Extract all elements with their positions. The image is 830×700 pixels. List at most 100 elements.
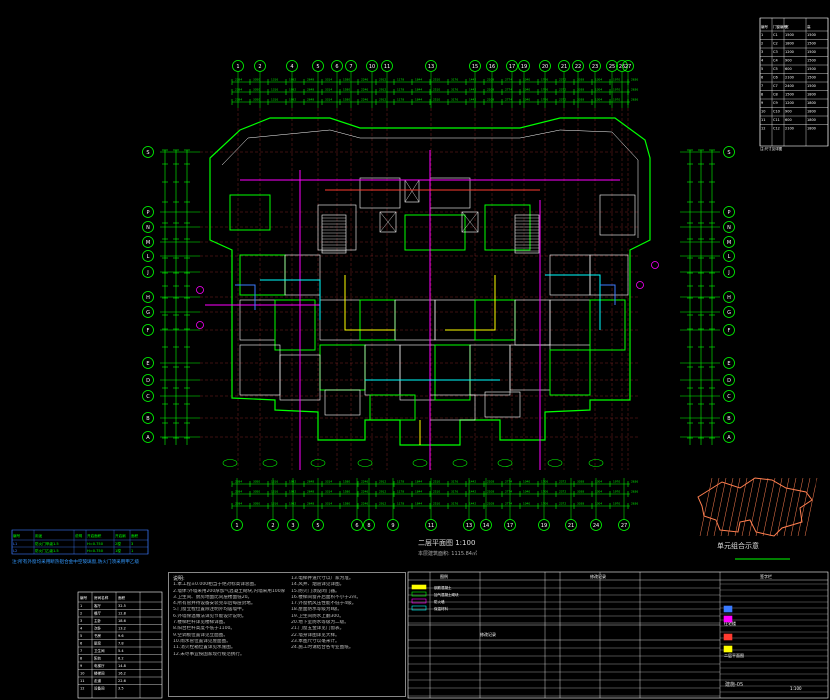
column-bubble-top-circle: [312, 60, 324, 72]
window-table-cell: 1500: [807, 67, 816, 71]
dimension-text: 1442: [469, 490, 476, 494]
window-table-cell: C6: [773, 76, 778, 80]
area-table-cell: 18.6: [118, 619, 126, 623]
plan-title: 二层平面图 1:100: [418, 539, 476, 547]
dimension-text: 3038: [577, 502, 584, 506]
column-bubble-bottom-circle: [287, 519, 299, 531]
dimension-text: 1970: [613, 98, 620, 102]
row-bubble-right: E: [727, 361, 730, 367]
window-table-cell: 1500: [807, 59, 816, 63]
dimension-text: 2246: [361, 78, 368, 82]
row-bubble-left: F: [147, 328, 150, 334]
column-bubble-top: 20: [542, 64, 548, 70]
dimension-text: 1040: [523, 88, 530, 92]
dimension-text: 2384: [235, 502, 242, 506]
index-mark: [636, 281, 644, 289]
dimension-text: 1304: [595, 88, 602, 92]
plan-subtitle: 本层建筑面积: 1115.84㎡: [418, 551, 477, 557]
dimension-text: 1844: [415, 490, 422, 494]
dimension-text: 3314: [325, 490, 332, 494]
row-bubble-right: A: [727, 435, 731, 441]
dimension-text: 1316: [271, 490, 278, 494]
dimension-text: 3050: [253, 502, 260, 506]
area-table-cell: 8: [80, 657, 82, 661]
shaft-cross: [461, 211, 479, 233]
dimension-text: 2108: [487, 98, 494, 102]
dimension-text: 3038: [577, 480, 584, 484]
dimension-text: 2648: [307, 98, 314, 102]
dimension-text: 1982: [289, 88, 296, 92]
dimension-text: 1040: [523, 480, 530, 484]
keyplan-hatch: [769, 477, 783, 537]
area-table-frame: [77, 591, 163, 699]
column-bubble-top-circle: [331, 60, 343, 72]
window-table-cell: 1800: [807, 127, 816, 131]
keyplan-hatch: [748, 477, 762, 537]
column-bubble-top-circle: [558, 60, 570, 72]
column-bubble-top: 21: [561, 64, 567, 70]
door-table-cell: 2樘: [115, 541, 121, 546]
revision-title: 修改记录: [590, 573, 606, 579]
window-table-cell: 900: [785, 110, 792, 114]
dimension-text: 2108: [487, 88, 494, 92]
note-line: 7.楼梯栏杆详见楼梯详图。: [173, 620, 228, 626]
row-bubble-left-circle: [142, 324, 154, 336]
dimension-text: 1706: [541, 502, 548, 506]
dimension-text: 3176: [451, 88, 458, 92]
dimension-text: 1970: [613, 502, 620, 506]
area-table-cell: 14.8: [118, 664, 126, 668]
keyplan-hatch: [762, 477, 776, 537]
dimension-text: 2246: [361, 98, 368, 102]
note-line: 19.卫生间防水上翻300。: [291, 613, 344, 619]
row-bubble-left: E: [146, 361, 149, 367]
plan-caption: 二层平面图 1:100 本层建筑面积: 1115.84㎡: [418, 538, 477, 557]
area-table-cell: 3.5: [118, 687, 124, 691]
row-bubble-left-circle: [142, 357, 154, 369]
column-bubble-bottom: 27: [621, 523, 627, 529]
column-bubble-bottom-circle: [363, 519, 375, 531]
dimension-text: 2648: [307, 78, 314, 82]
column-bubble-bottom-circle: [463, 519, 475, 531]
stamp-mark: [723, 605, 733, 613]
window-table-cell: 2100: [785, 76, 794, 80]
area-table-cell: 楼梯间: [94, 671, 105, 676]
window-table-cell: C5: [773, 67, 778, 71]
dimension-text: 3314: [325, 480, 332, 484]
row-bubble-left: D: [146, 378, 150, 384]
window-table-cell: 2100: [785, 127, 794, 131]
row-bubble-left: M: [146, 240, 150, 246]
row-bubble-right: J: [727, 270, 729, 276]
window-table-cell: 1800: [807, 118, 816, 122]
dimension-text: 1442: [469, 480, 476, 484]
dimension-text: 2372: [559, 490, 566, 494]
room-wall: [549, 299, 591, 346]
area-table-cell: 电梯厅: [94, 663, 105, 668]
column-bubble-top: 2: [258, 64, 261, 70]
dimension-text: 2372: [559, 98, 566, 102]
column-bubble-top-circle: [589, 60, 601, 72]
dimension-text: 1844: [415, 98, 422, 102]
dimension-text: 2384: [235, 78, 242, 82]
window-table-cell: 3: [761, 50, 763, 54]
dimension-text: 2510: [433, 98, 440, 102]
room-wall: [599, 194, 636, 236]
row-bubble-left: N: [146, 225, 150, 231]
shaft-cross: [404, 179, 420, 203]
area-table-cell: 厨房: [94, 641, 101, 646]
column-bubble-top-circle: [254, 60, 266, 72]
note-line: 22.墙身详图详见大样。: [291, 632, 340, 638]
balcony-edge: [221, 129, 639, 238]
dimension-text: 1040: [523, 98, 530, 102]
note-line: 18.屋面防水等级为Ⅱ级。: [291, 607, 342, 613]
room-wall: [319, 299, 361, 341]
row-bubble-right-circle: [723, 250, 735, 262]
row-bubble-right-circle: [723, 236, 735, 248]
column-bubble-bottom: 21: [568, 523, 574, 529]
room-wall: [239, 299, 276, 341]
dimension-text: 3038: [577, 88, 584, 92]
column-bubble-bottom-circle: [312, 519, 324, 531]
window-table-cell: 8: [761, 93, 763, 97]
row-bubble-left: B: [146, 416, 150, 422]
column-bubble-top-circle: [486, 60, 498, 72]
